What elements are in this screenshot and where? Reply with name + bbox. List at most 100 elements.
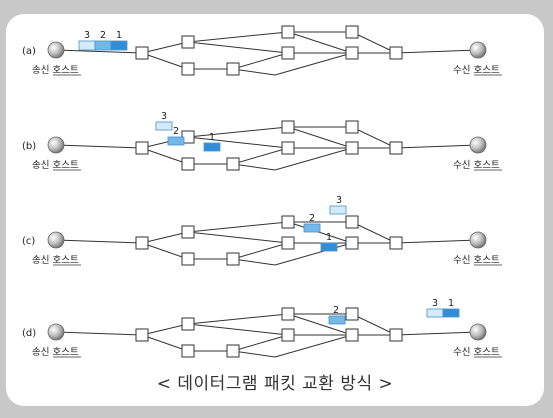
network-link [351,31,397,54]
network-link [141,52,189,70]
packet-3 [78,40,96,51]
receiver-host-icon [469,41,487,59]
receiver-host-icon [469,136,487,154]
router-node [389,328,403,342]
sender-host-icon [47,136,65,154]
router-node [345,307,359,321]
router-node [135,46,149,60]
network-link [55,331,143,336]
router-node [345,328,359,342]
network-link [232,350,276,358]
network-link [187,323,289,336]
network-link [287,126,353,149]
packet-label: 1 [209,132,215,143]
network-link [141,147,189,165]
packet-label: 2 [333,305,339,316]
network-link [55,144,143,149]
receiver-host-label: 수신 호스트 [453,255,500,266]
stage-tag: (b) [22,141,36,152]
packet-2 [328,315,346,325]
network-link [232,258,276,266]
network-link [395,144,479,149]
network-link [232,334,289,352]
network-link [141,334,189,352]
packet-label: 2 [309,213,315,224]
router-node [281,328,295,342]
router-node [181,157,195,171]
network-link [274,52,353,76]
packet-label: 1 [326,232,332,243]
packet-label: 3 [161,111,167,122]
packet-label: 2 [173,126,179,137]
packet-label: 3 [84,30,90,41]
router-node [281,307,295,321]
network-link [187,313,289,325]
network-link [141,41,189,54]
packet-3 [329,205,347,215]
router-node [181,62,195,76]
network-link [232,147,289,165]
packet-2 [94,40,112,51]
receiver-host-label: 수신 호스트 [453,347,500,358]
router-node [281,215,295,229]
sender-host-label: 송신 호스트 [32,255,79,266]
network-link [141,323,189,336]
diagram-caption: < 데이터그램 패킷 교환 방식 > [156,374,394,394]
router-node [345,141,359,155]
network-link [55,49,143,54]
receiver-host-label: 수신 호스트 [453,160,500,171]
network-link [187,231,289,244]
receiver-host-icon [469,231,487,249]
router-node [226,62,240,76]
network-link [187,136,289,149]
router-node [389,46,403,60]
packet-1 [203,142,221,152]
packet-3 [155,121,173,131]
router-node [135,328,149,342]
router-node [135,141,149,155]
packet-2 [303,223,321,233]
network-link [395,331,479,336]
sender-host-label: 송신 호스트 [32,160,79,171]
packet-label: 2 [100,30,106,41]
receiver-host-icon [469,323,487,341]
packet-label: 3 [336,195,342,206]
packet-label: 1 [448,298,454,309]
router-node [345,25,359,39]
router-node [181,252,195,266]
network-link [395,49,479,54]
router-node [181,317,195,331]
network-link [395,239,479,244]
network-link [141,242,189,260]
packet-1 [110,40,128,51]
router-node [281,120,295,134]
router-node [281,46,295,60]
router-node [181,35,195,49]
packet-2 [167,136,185,146]
sender-host-label: 송신 호스트 [32,65,79,76]
stage-tag: (a) [22,46,36,57]
network-link [187,41,289,54]
network-link [287,221,353,244]
network-link [274,334,353,358]
router-node [389,141,403,155]
router-node [281,236,295,250]
network-link [351,221,397,244]
network-link [274,147,353,171]
network-link [287,313,353,336]
sender-host-icon [47,323,65,341]
network-link [287,31,353,54]
packet-1 [442,308,460,318]
network-link [274,242,353,266]
packet-label: 1 [116,30,122,41]
router-node [389,236,403,250]
router-node [181,344,195,358]
stage-tag: (d) [22,328,36,339]
router-node [226,344,240,358]
router-node [345,46,359,60]
network-link [232,68,276,76]
sender-host-label: 송신 호스트 [32,347,79,358]
router-node [345,120,359,134]
